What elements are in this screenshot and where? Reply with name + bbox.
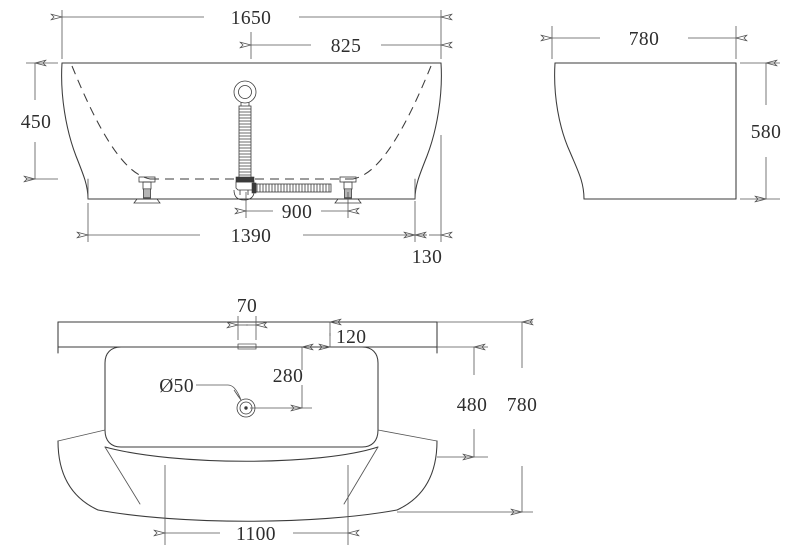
dim-1650: 1650: [62, 8, 441, 59]
side-elevation-view: 780 580: [552, 26, 781, 199]
dim-120: 120: [330, 322, 366, 348]
dim-825: 825: [251, 32, 441, 59]
dim-label-480: 480: [457, 395, 487, 416]
dim-label-780-side: 780: [629, 29, 659, 50]
dim-1100: 1100: [165, 465, 348, 545]
dim-label-70: 70: [237, 296, 257, 317]
dim-480: 480: [437, 347, 488, 457]
dim-label-450: 450: [21, 112, 51, 133]
dim-label-780-plan: 780: [507, 395, 537, 416]
front-inner-basin-hidden-lines: [71, 65, 432, 180]
dim-130: 130: [412, 135, 442, 268]
front-elevation-view: 1650 825 450 900: [21, 8, 442, 268]
plan-inner-basin: [104, 346, 379, 448]
drain-horizontal-pipe: [253, 183, 332, 193]
dim-label-280: 280: [273, 366, 303, 387]
dim-label-130: 130: [412, 247, 442, 268]
plan-overflow-slot: [237, 343, 257, 350]
dim-1390: 1390: [88, 201, 415, 247]
dim-label-120: 120: [336, 327, 366, 348]
overflow-flex-pipe: [238, 105, 252, 179]
plan-view: Ø50 70 120 280 480: [57, 296, 537, 545]
dim-label-1650: 1650: [231, 8, 272, 29]
dim-label-825: 825: [331, 36, 361, 57]
dim-label-1390: 1390: [231, 226, 272, 247]
dim-label-900: 900: [282, 202, 312, 223]
dim-label-drain: Ø50: [159, 376, 194, 397]
dim-900: 900: [246, 192, 348, 223]
side-tub-outline: [554, 62, 737, 200]
dim-label-1100: 1100: [236, 524, 276, 545]
dim-450: 450: [21, 63, 58, 179]
overflow-waste-assembly: [233, 80, 332, 201]
dim-label-580: 580: [751, 122, 781, 143]
dim-780-plan: 780: [397, 322, 537, 512]
dim-780-side: 780: [552, 26, 736, 59]
plan-outer-shell: [57, 429, 438, 522]
front-left-adjustable-foot: [133, 176, 161, 204]
dim-580: 580: [740, 63, 781, 199]
dim-280: 280: [250, 347, 312, 408]
drain-diameter-annotation: Ø50: [159, 376, 242, 401]
dim-70: 70: [237, 296, 257, 340]
